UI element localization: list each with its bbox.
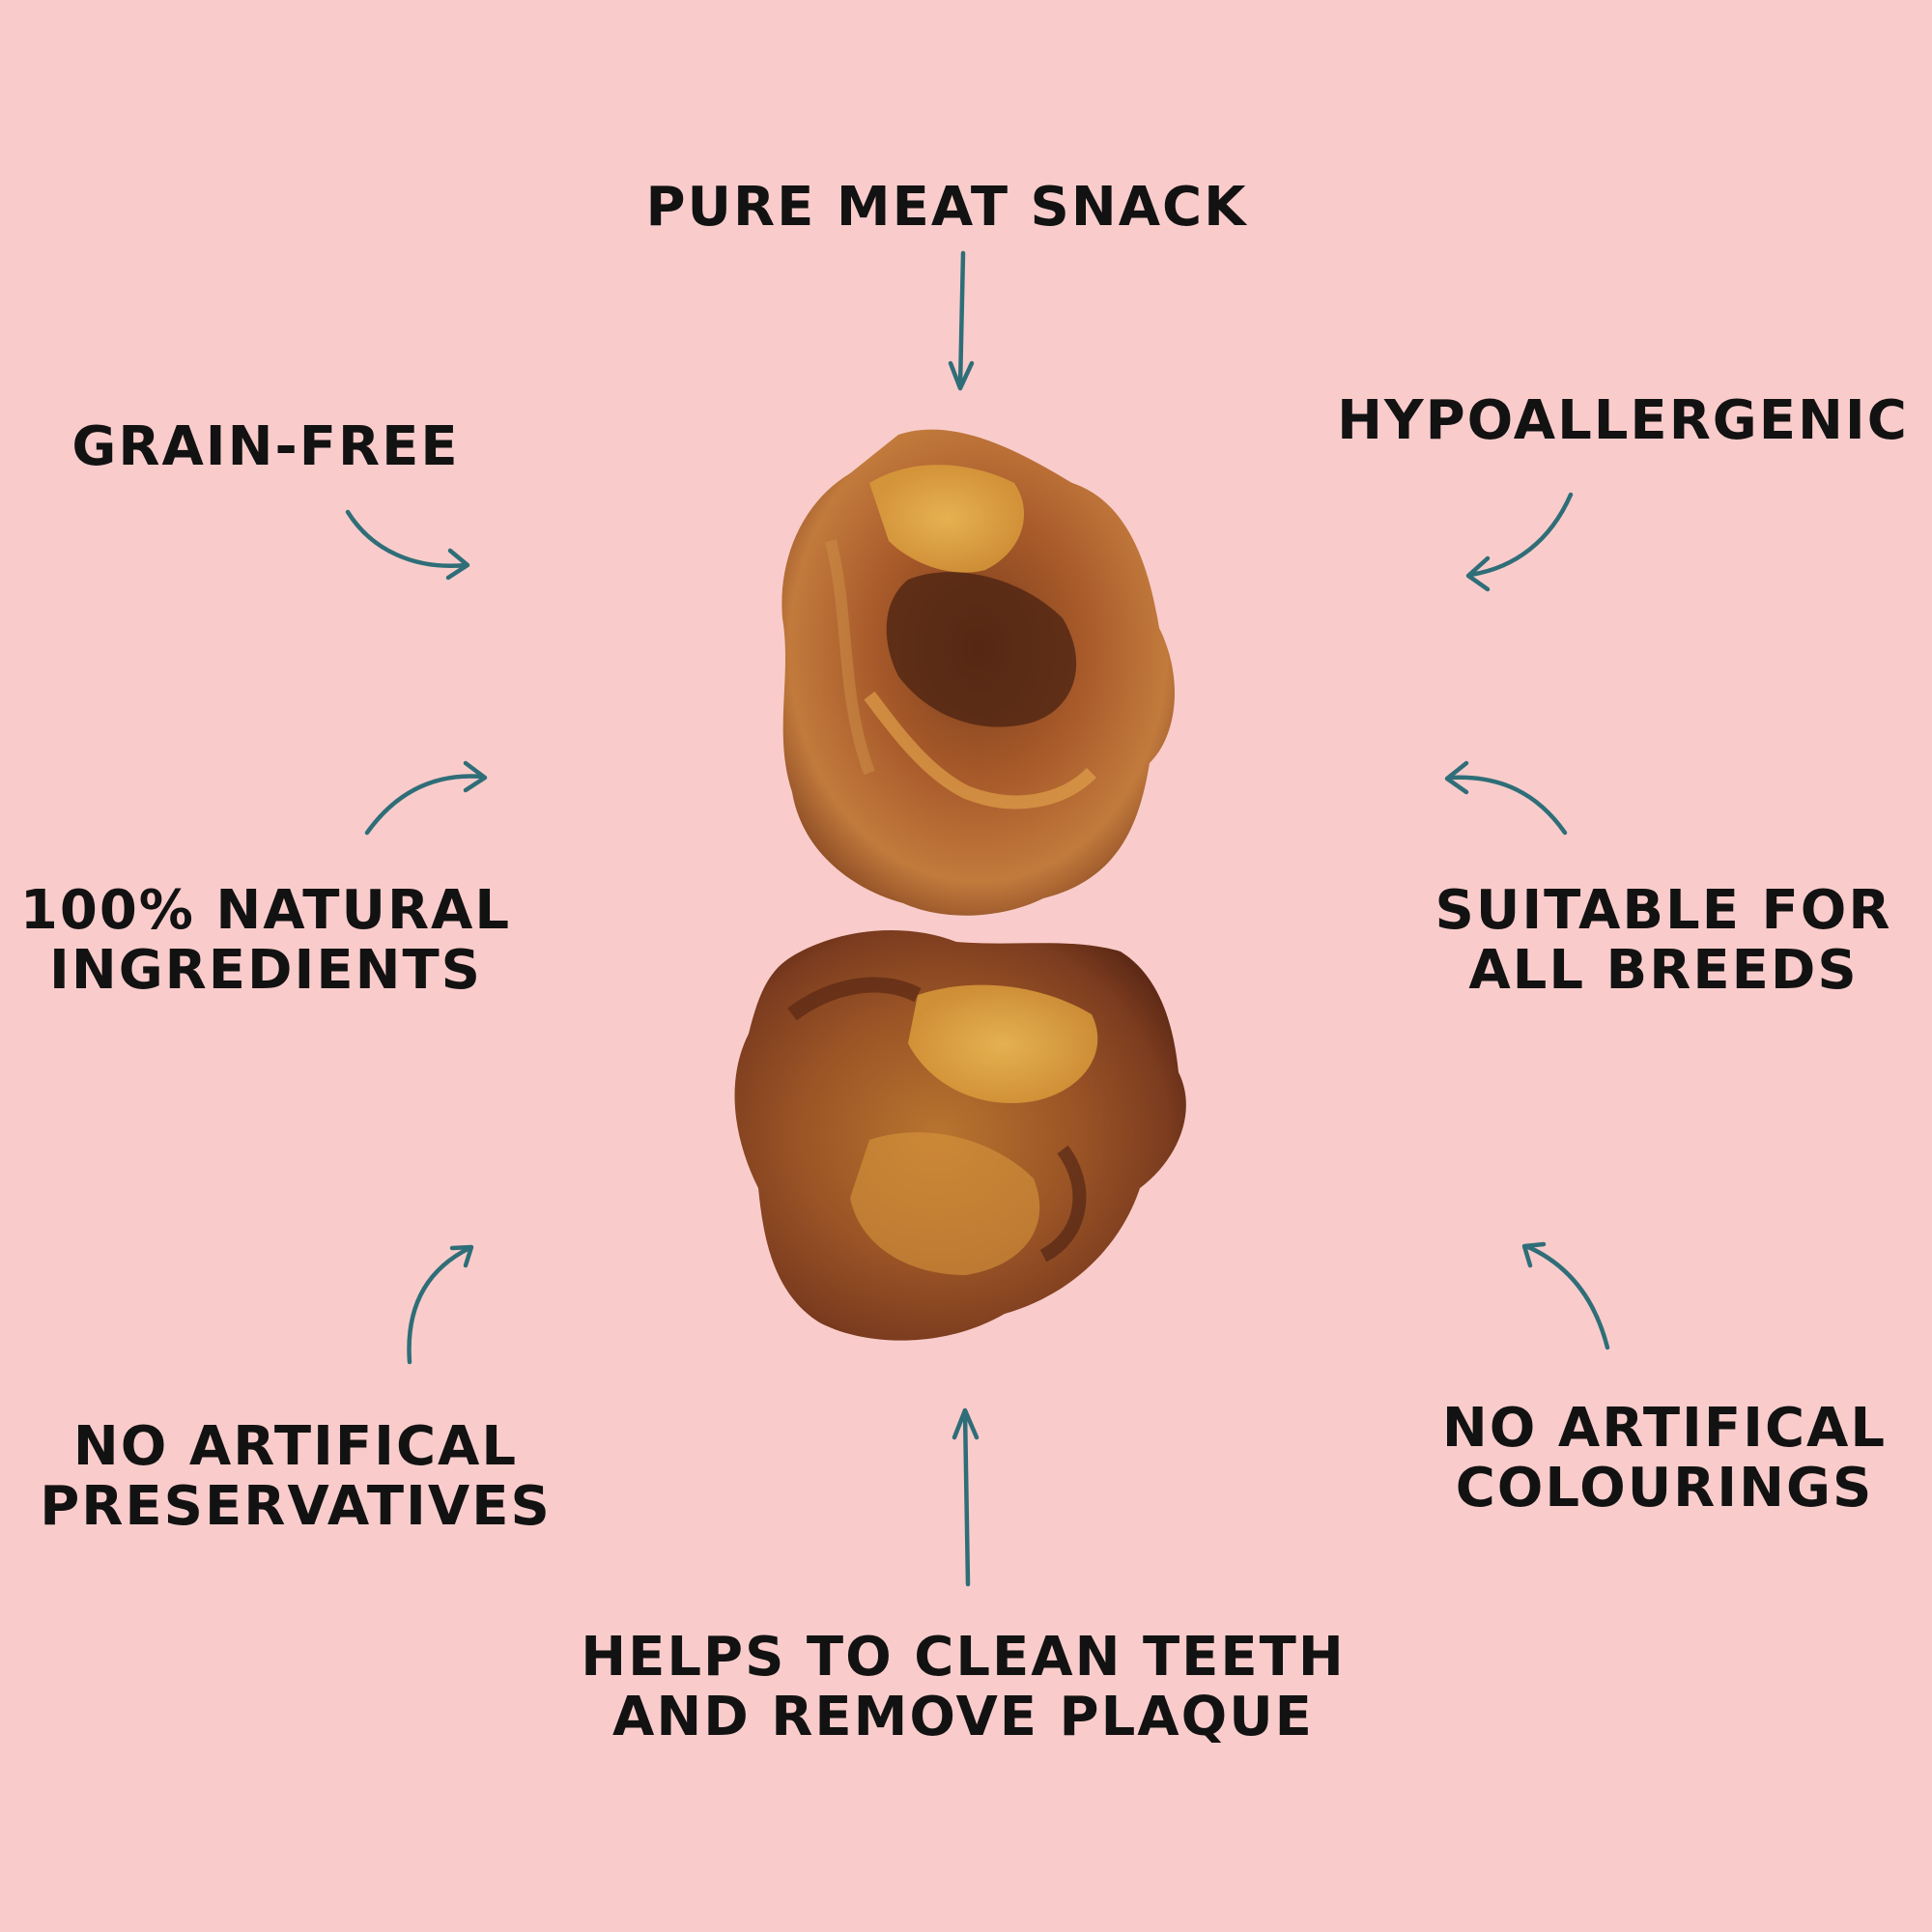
label-line-1: NO ARTIFICAL [72,1415,519,1478]
arrow-icon [364,760,488,836]
arrow-icon [345,509,470,581]
label-clean-teeth: HELPS TO CLEAN TEETH AND REMOVE PLAQUE [581,1628,1346,1747]
arrow-icon [1444,760,1568,836]
arrow-icon [948,250,975,391]
arrow-icon [1465,492,1574,592]
label-text: HYPOALLERGENIC [1337,389,1909,452]
label-line-2: AND REMOVE PLAQUE [612,1686,1314,1748]
label-line-1: SUITABLE FOR [1435,879,1892,942]
bottom-chew [734,930,1186,1341]
label-line-1: 100% NATURAL [19,879,512,942]
top-chew [781,429,1176,916]
label-suitable-for-all-breeds: SUITABLE FOR ALL BREEDS [1435,881,1892,1001]
label-hypoallergenic: HYPOALLERGENIC [1337,391,1909,451]
label-line-2: PRESERVATIVES [40,1475,552,1538]
label-line-1: HELPS TO CLEAN TEETH [581,1626,1346,1689]
label-text: GRAIN-FREE [71,415,460,478]
label-line-1: NO ARTIFICAL [1441,1397,1888,1460]
label-grain-free: GRAIN-FREE [71,417,459,477]
label-text: PURE MEAT SNACK [645,176,1248,239]
arrow-icon [952,1407,980,1587]
label-natural-ingredients: 100% NATURAL INGREDIENTS [20,881,511,1001]
arrow-icon [1521,1241,1610,1350]
label-line-2: ALL BREEDS [1468,939,1859,1002]
label-pure-meat-snack: PURE MEAT SNACK [645,178,1247,238]
arrow-icon [407,1244,474,1365]
label-no-artificial-preservatives: NO ARTIFICAL PRESERVATIVES [40,1417,552,1537]
label-no-artificial-colourings: NO ARTIFICAL COLOURINGS [1442,1399,1887,1519]
label-line-2: COLOURINGS [1455,1457,1874,1520]
label-line-2: INGREDIENTS [48,939,482,1002]
